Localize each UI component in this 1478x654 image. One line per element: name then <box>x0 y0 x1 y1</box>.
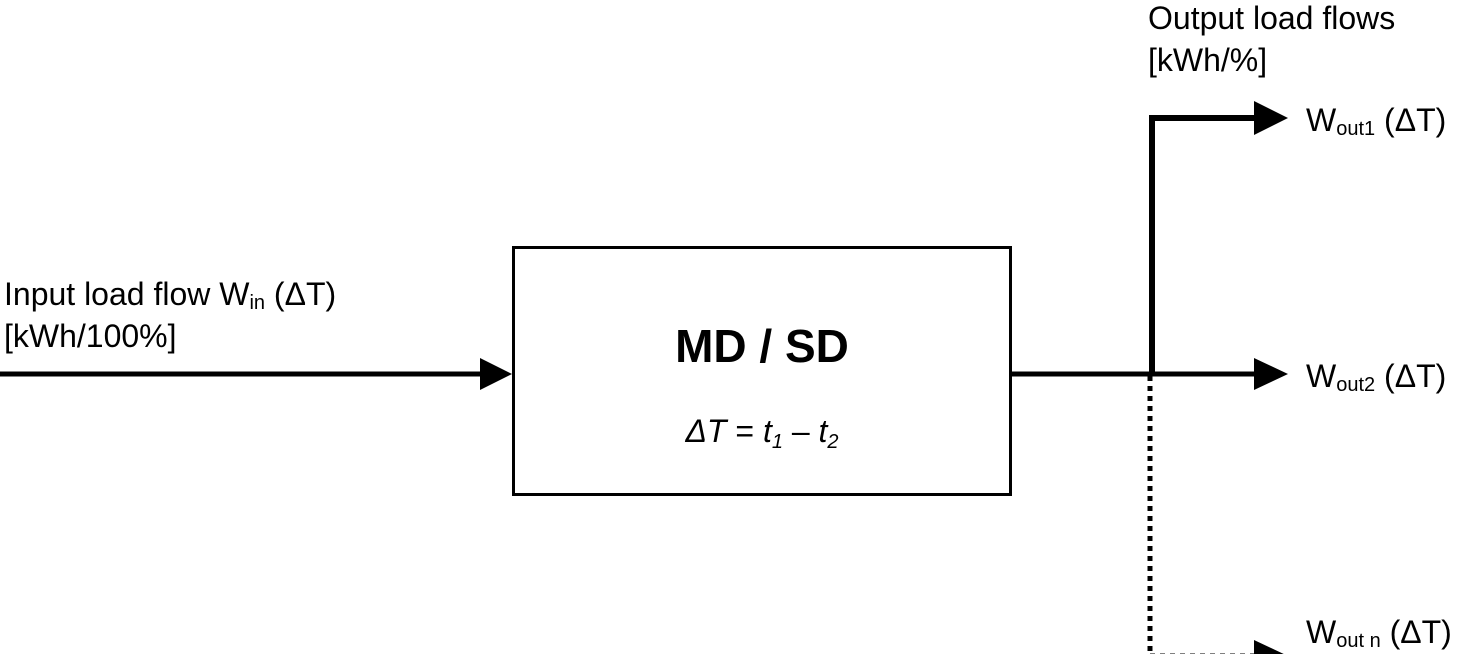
formula-t2: t <box>818 413 828 449</box>
formula-lhs: ΔT <box>685 413 727 449</box>
output-1-label: Wout1 (ΔT) <box>1306 102 1447 140</box>
output-2-suffix: (ΔT) <box>1375 358 1447 394</box>
input-label-line2: [kWh/100%] <box>4 318 177 354</box>
output-1-arrow <box>1149 101 1288 135</box>
output-n-label: Wout n (ΔT) <box>1306 614 1452 652</box>
outputs-header-line1: Output load flows <box>1148 0 1396 36</box>
input-label-prefix: Input load flow W <box>4 276 250 312</box>
outputs-header-line2: [kWh/%] <box>1148 42 1268 78</box>
output-n-base: W <box>1306 614 1337 650</box>
process-block-formula: ΔT = t1 – t2 <box>515 413 1009 452</box>
input-label-suffix: (ΔT) <box>265 276 337 312</box>
formula-t2-sub: 2 <box>827 431 839 453</box>
formula-minus: – <box>782 413 819 449</box>
input-label-line1: Input load flow Win (ΔT) <box>4 276 337 314</box>
process-block: MD / SD ΔT = t1 – t2 <box>512 246 1012 496</box>
formula-eq: = <box>726 413 763 449</box>
output-n-arrow <box>1150 640 1284 654</box>
formula-t1: t <box>762 413 772 449</box>
formula-t1-sub: 1 <box>771 431 783 453</box>
output-n-suffix: (ΔT) <box>1380 614 1452 650</box>
output-2-arrow <box>1152 358 1288 390</box>
input-label-sub: in <box>249 292 266 314</box>
output-2-label: Wout2 (ΔT) <box>1306 358 1447 396</box>
output-1-suffix: (ΔT) <box>1375 102 1447 138</box>
output-2-base: W <box>1306 358 1337 394</box>
output-1-base: W <box>1306 102 1337 138</box>
input-arrow <box>0 358 512 390</box>
process-block-title: MD / SD <box>675 320 849 372</box>
output-2-sub: out2 <box>1336 374 1376 396</box>
output-1-sub: out1 <box>1336 118 1376 140</box>
output-n-sub: out n <box>1336 630 1381 652</box>
